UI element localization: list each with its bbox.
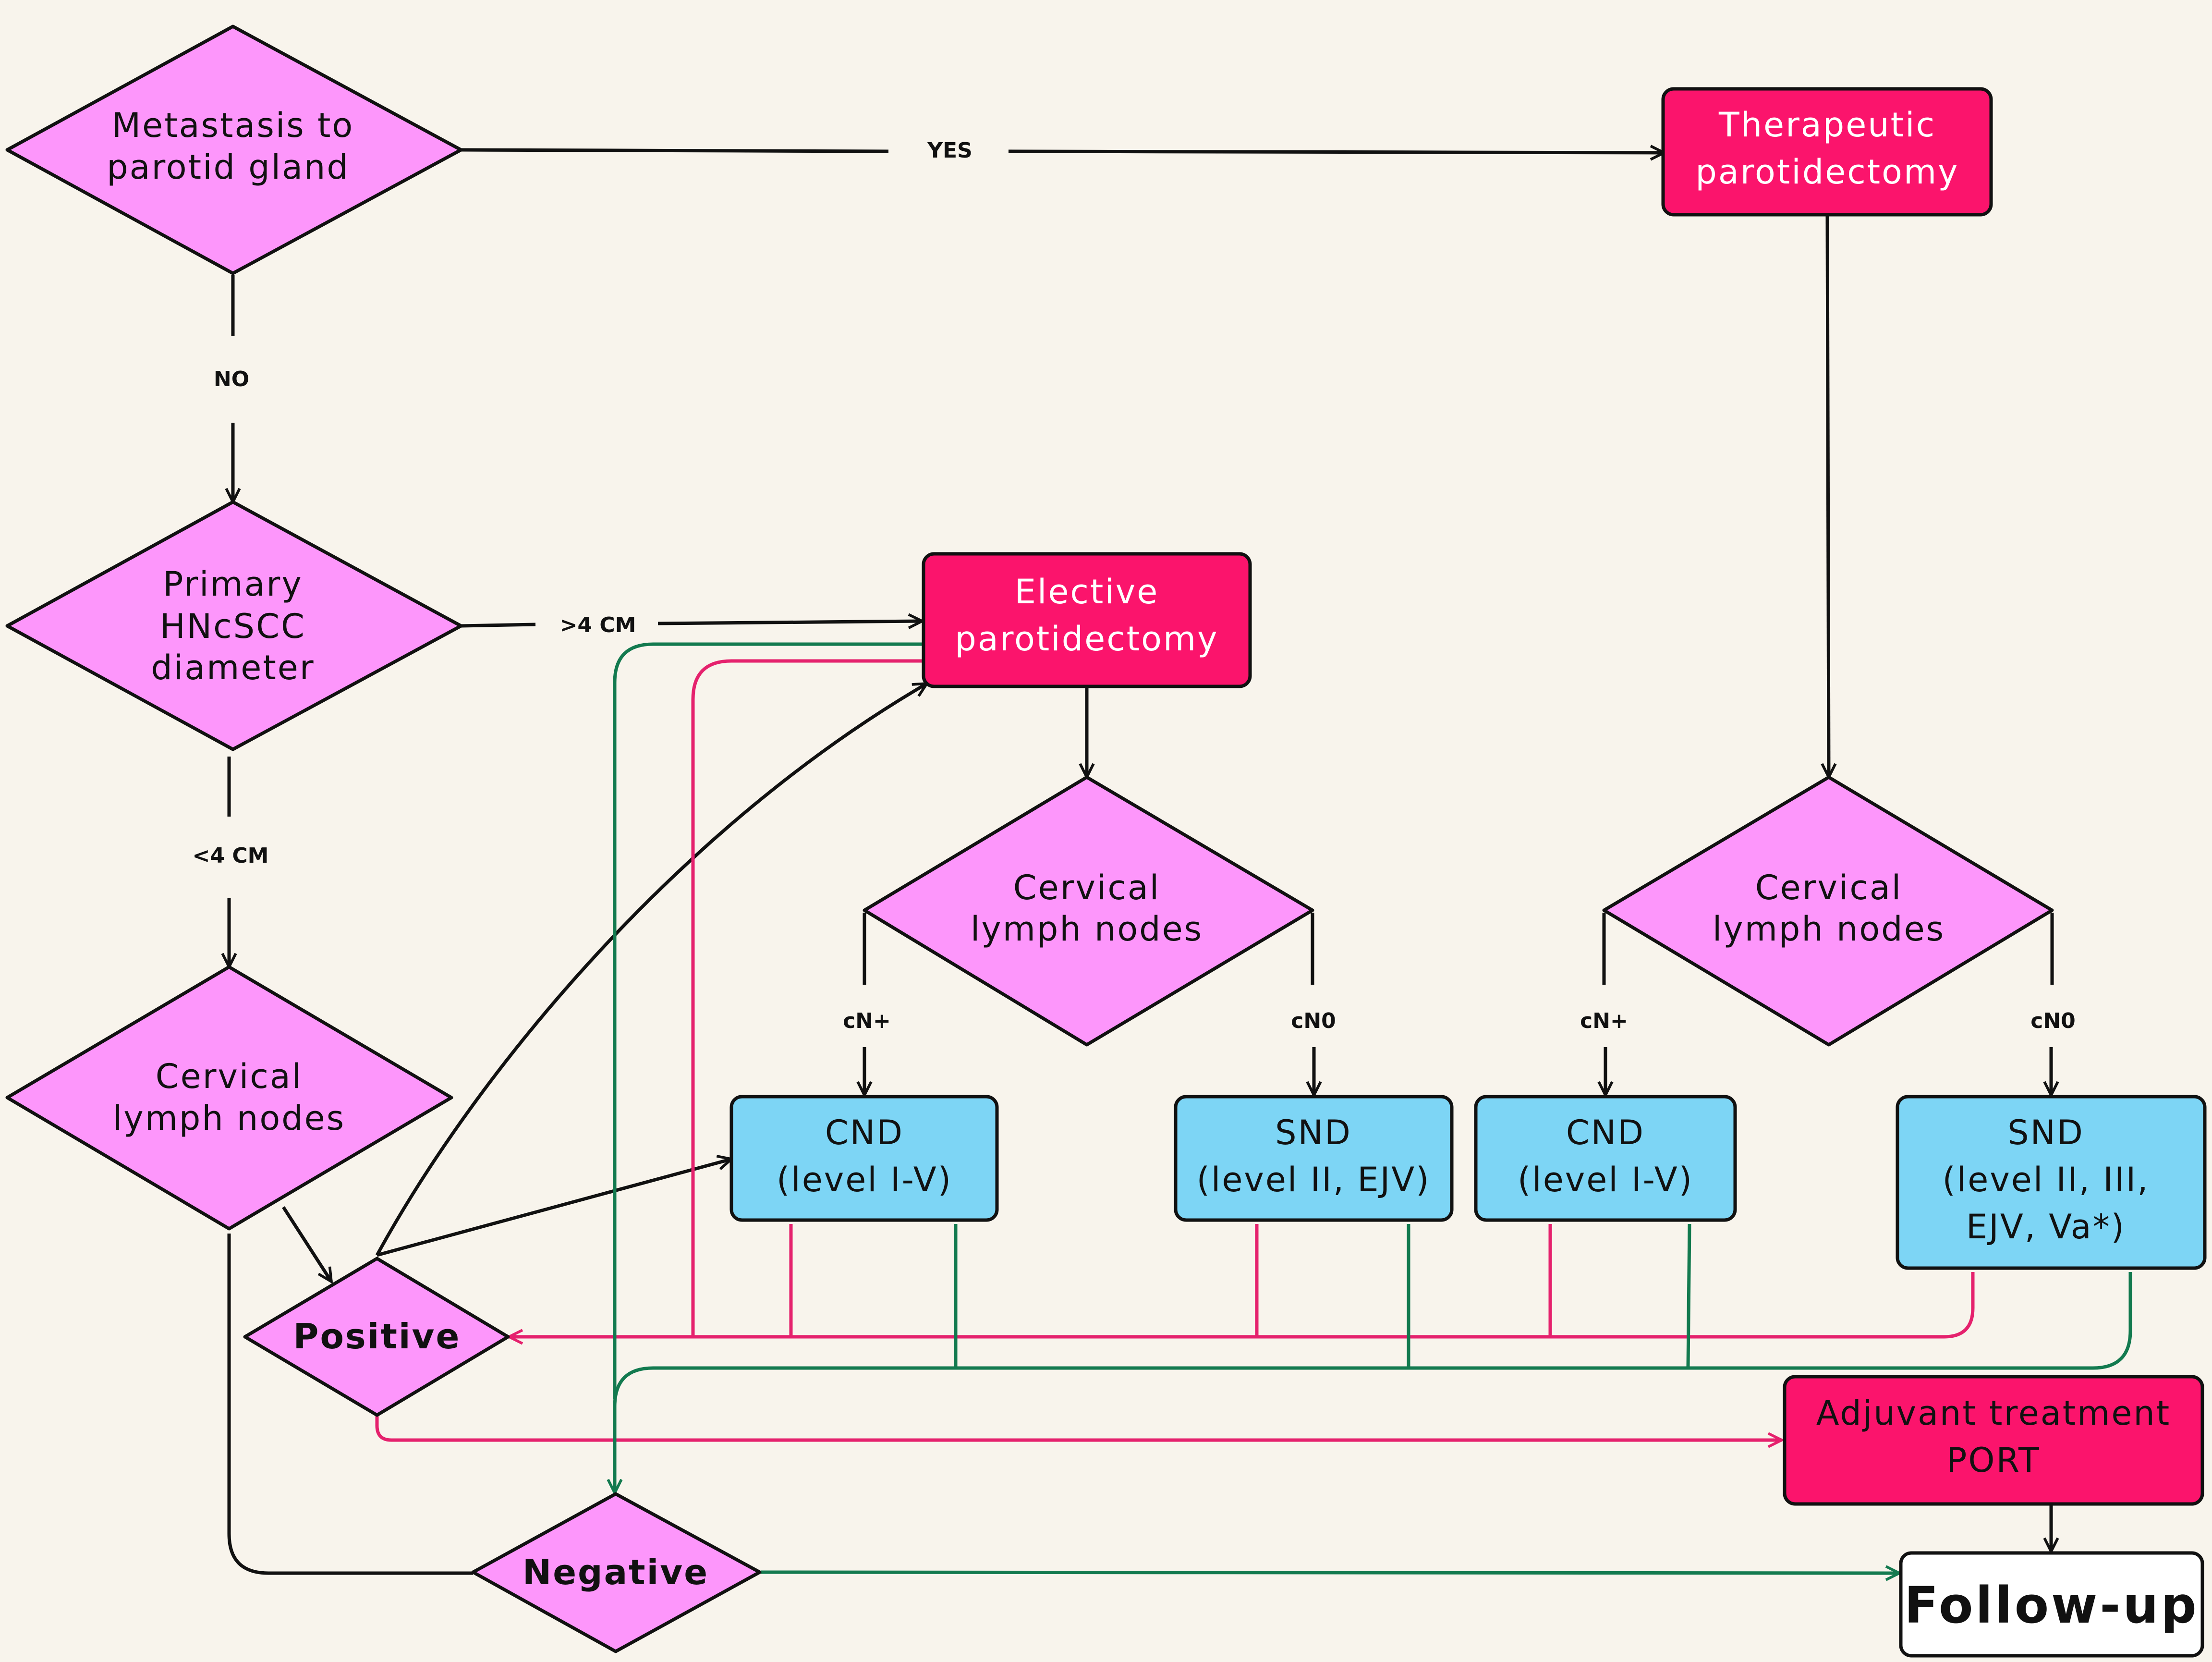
node-negative-decision: Negative bbox=[471, 1492, 762, 1653]
node-cnd-right-line2: (level I-V) bbox=[1518, 1160, 1693, 1199]
node-positive-label: Positive bbox=[293, 1316, 461, 1356]
node-therapeutic-parotidectomy: Therapeutic parotidectomy bbox=[1661, 87, 1993, 217]
node-adjuvant-line1: Adjuvant treatment bbox=[1816, 1393, 2171, 1433]
edge-positive-elective bbox=[375, 684, 927, 1256]
connectors bbox=[227, 148, 2132, 1575]
node-metastasis-line2: parotid gland bbox=[107, 147, 350, 187]
label-no: NO bbox=[214, 367, 249, 391]
node-followup-label: Follow-up bbox=[1904, 1576, 2199, 1635]
edge-gt4-elective bbox=[657, 621, 922, 623]
node-cervical-right-line2: lymph nodes bbox=[1713, 909, 1945, 949]
pink-return-elective bbox=[691, 659, 922, 1337]
node-cnd-mid-line1: CND bbox=[825, 1113, 904, 1152]
edge-positive-cnd bbox=[377, 1159, 731, 1257]
node-cervical-left-line1: Cervical bbox=[156, 1057, 303, 1096]
edge-labels: YES NO >4 CM <4 CM cN+ cN0 cN+ cN0 bbox=[193, 138, 2076, 1033]
edge-yes-therapeutic bbox=[1008, 151, 1664, 153]
node-primary-line1: Primary bbox=[163, 564, 303, 604]
label-cn0-mid: cN0 bbox=[1291, 1009, 1336, 1033]
node-therapeutic-line1: Therapeutic bbox=[1718, 105, 1936, 145]
node-metastasis-line1: Metastasis to bbox=[112, 106, 354, 145]
node-cervical-mid-line1: Cervical bbox=[1013, 868, 1160, 907]
green-return-elective bbox=[613, 642, 922, 1399]
node-elective-line1: Elective bbox=[1015, 572, 1159, 611]
node-cervical-mid-line2: lymph nodes bbox=[971, 909, 1203, 949]
edge-primary-gt4 bbox=[461, 623, 536, 628]
green-negative-to-followup bbox=[761, 1572, 1899, 1573]
green-drop-cnd-right bbox=[1686, 1223, 1691, 1367]
node-cnd-right-line1: CND bbox=[1566, 1113, 1645, 1152]
node-primary-line2: HNcSCC bbox=[160, 607, 306, 646]
node-cervical-left-line2: lymph nodes bbox=[113, 1099, 345, 1138]
node-snd-right-line2: (level II, III, bbox=[1943, 1160, 2150, 1199]
node-negative-label: Negative bbox=[523, 1552, 709, 1592]
label-cnplus-right: cN+ bbox=[1580, 1009, 1628, 1033]
node-adjuvant-line2: PORT bbox=[1946, 1441, 2041, 1480]
pink-snd-right-to-positive bbox=[509, 1272, 1975, 1337]
nodes: Metastasis to parotid gland Therapeutic … bbox=[5, 24, 2207, 1658]
node-cervical-mid-decision: Cervical lymph nodes bbox=[863, 775, 1314, 1047]
node-snd-mid: SND (level II, EJV) bbox=[1174, 1095, 1454, 1222]
label-lt4: <4 CM bbox=[193, 843, 269, 868]
label-gt4: >4 CM bbox=[560, 613, 636, 637]
node-snd-mid-line2: (level II, EJV) bbox=[1197, 1160, 1431, 1199]
label-cn0-right: cN0 bbox=[2030, 1009, 2076, 1033]
edge-therapeutic-cervical bbox=[1827, 215, 1829, 777]
node-adjuvant-treatment: Adjuvant treatment PORT bbox=[1783, 1375, 2204, 1506]
edge-metastasis-yes bbox=[461, 148, 889, 153]
label-yes: YES bbox=[927, 138, 972, 163]
pink-positive-to-adjuvant bbox=[375, 1415, 1782, 1440]
node-snd-mid-line1: SND bbox=[1275, 1113, 1352, 1152]
node-follow-up: Follow-up bbox=[1899, 1551, 2204, 1658]
node-elective-line2: parotidectomy bbox=[955, 619, 1218, 659]
node-cnd-right: CND (level I-V) bbox=[1474, 1095, 1737, 1222]
node-elective-parotidectomy: Elective parotidectomy bbox=[922, 552, 1252, 688]
node-cervical-right-decision: Cervical lymph nodes bbox=[1602, 775, 2054, 1047]
node-snd-right-line1: SND bbox=[2007, 1113, 2084, 1152]
node-primary-decision: Primary HNcSCC diameter bbox=[5, 500, 463, 751]
edge-cervical-negative bbox=[227, 1234, 473, 1575]
node-cervical-left-decision: Cervical lymph nodes bbox=[5, 965, 453, 1231]
node-cervical-right-line1: Cervical bbox=[1755, 868, 1902, 907]
green-snd-right-to-negative bbox=[615, 1272, 2132, 1493]
label-cnplus-mid: cN+ bbox=[843, 1009, 891, 1033]
node-positive-decision: Positive bbox=[243, 1257, 510, 1417]
node-snd-right: SND (level II, III, EJV, Va*) bbox=[1896, 1095, 2207, 1270]
node-cnd-mid-line2: (level I-V) bbox=[777, 1160, 952, 1199]
node-snd-right-line3: EJV, Va*) bbox=[1966, 1207, 2126, 1246]
node-cnd-mid: CND (level I-V) bbox=[729, 1095, 999, 1222]
node-metastasis-decision: Metastasis to parotid gland bbox=[5, 24, 463, 275]
edge-cervical-positive bbox=[282, 1206, 331, 1282]
node-primary-line3: diameter bbox=[151, 648, 315, 687]
node-therapeutic-line2: parotidectomy bbox=[1695, 152, 1959, 192]
